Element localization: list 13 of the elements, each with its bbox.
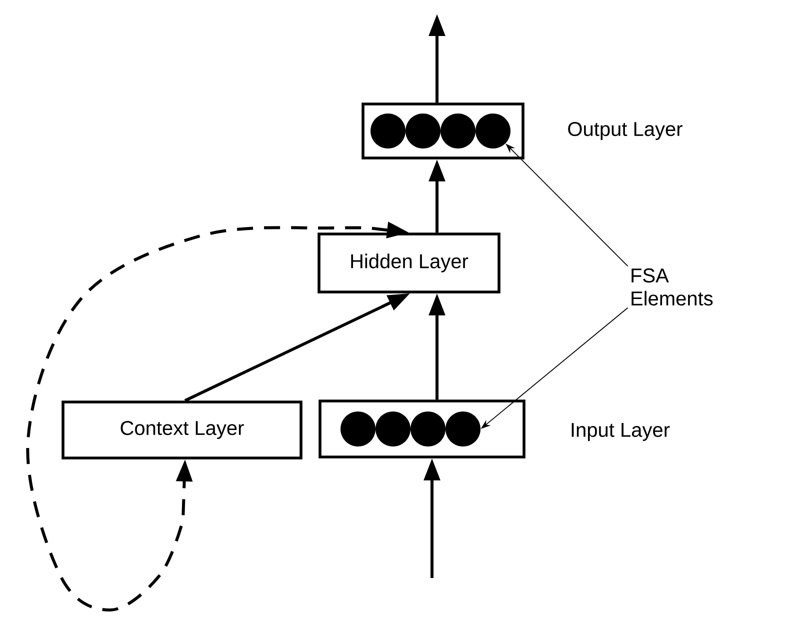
unit-dot [340,412,376,446]
callout-label: FSA Elements [632,268,713,306]
unit-dot [406,114,440,148]
unit-dot [476,114,510,148]
unit-dot [370,114,406,148]
unit-dot [410,412,446,446]
layer-box: Context Layer [62,400,302,460]
layer-box: Hidden Layer [318,232,500,294]
unit-dot [440,114,476,148]
unit-dot [376,412,410,446]
layer-label: Input Layer [572,423,670,441]
unit-dot [446,412,480,446]
layer-label: Output Layer [568,122,682,140]
